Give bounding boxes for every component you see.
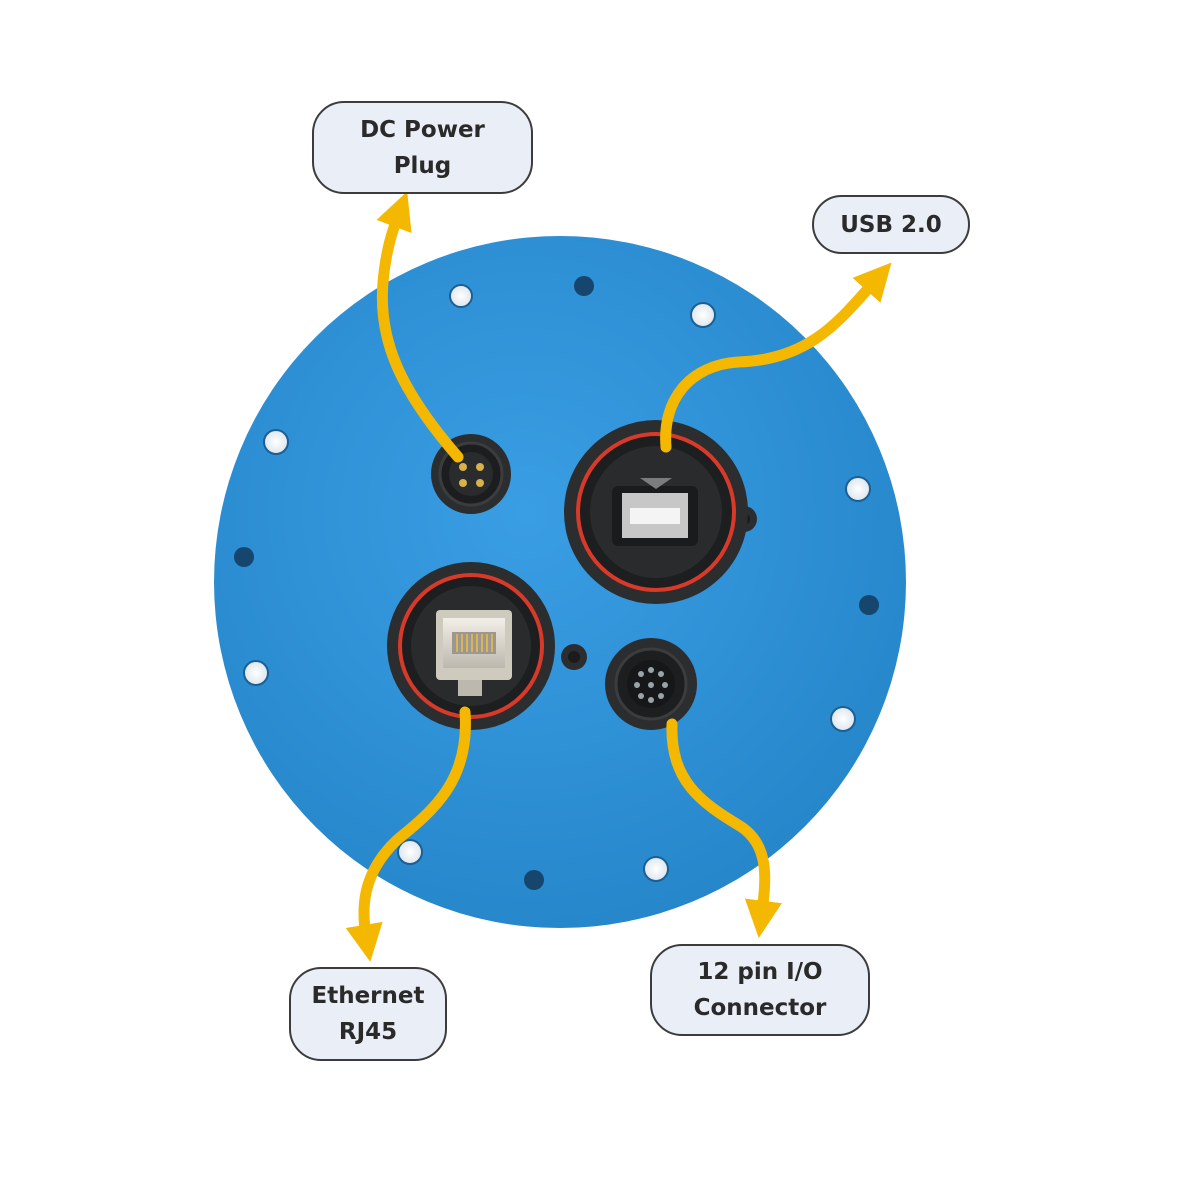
mounting-holes (234, 276, 879, 890)
mounting-hole-icon (524, 870, 544, 890)
io-label-line2: Connector (693, 995, 827, 1021)
rj45-port-icon (387, 562, 587, 730)
usb-a-port-icon (564, 420, 757, 604)
ethernet-label-line1: Ethernet (311, 983, 425, 1009)
mounting-hole-icon (845, 476, 871, 502)
mounting-hole-icon (234, 547, 254, 567)
io-connector-callout: 12 pin I/O Connector (650, 944, 870, 1036)
mounting-hole-icon (690, 302, 716, 328)
arrow-icon (345, 706, 471, 962)
usb-callout: USB 2.0 (812, 195, 970, 254)
mounting-hole-icon (643, 856, 669, 882)
arrow-icon (376, 191, 464, 463)
usb-label: USB 2.0 (840, 211, 942, 238)
circular-io-connector-icon (605, 638, 697, 730)
callout-arrows (345, 191, 892, 962)
dc-power-label-line1: DC Power (360, 116, 485, 143)
arrow-icon (666, 718, 782, 938)
dc-power-plug-callout: DC Power Plug (312, 101, 533, 194)
arrow-icon (660, 262, 892, 453)
mounting-hole-icon (263, 429, 289, 455)
mounting-hole-icon (859, 595, 879, 615)
blue-mounting-plate (214, 236, 906, 928)
dc-power-label-line2: Plug (393, 152, 452, 179)
mounting-hole-icon (397, 839, 423, 865)
mounting-hole-icon (449, 284, 473, 308)
ethernet-label-line2: RJ45 (338, 1019, 398, 1045)
io-label-line1: 12 pin I/O (697, 959, 823, 985)
mounting-hole-icon (574, 276, 594, 296)
ethernet-callout: Ethernet RJ45 (289, 967, 447, 1061)
mounting-hole-icon (243, 660, 269, 686)
mounting-hole-icon (830, 706, 856, 732)
